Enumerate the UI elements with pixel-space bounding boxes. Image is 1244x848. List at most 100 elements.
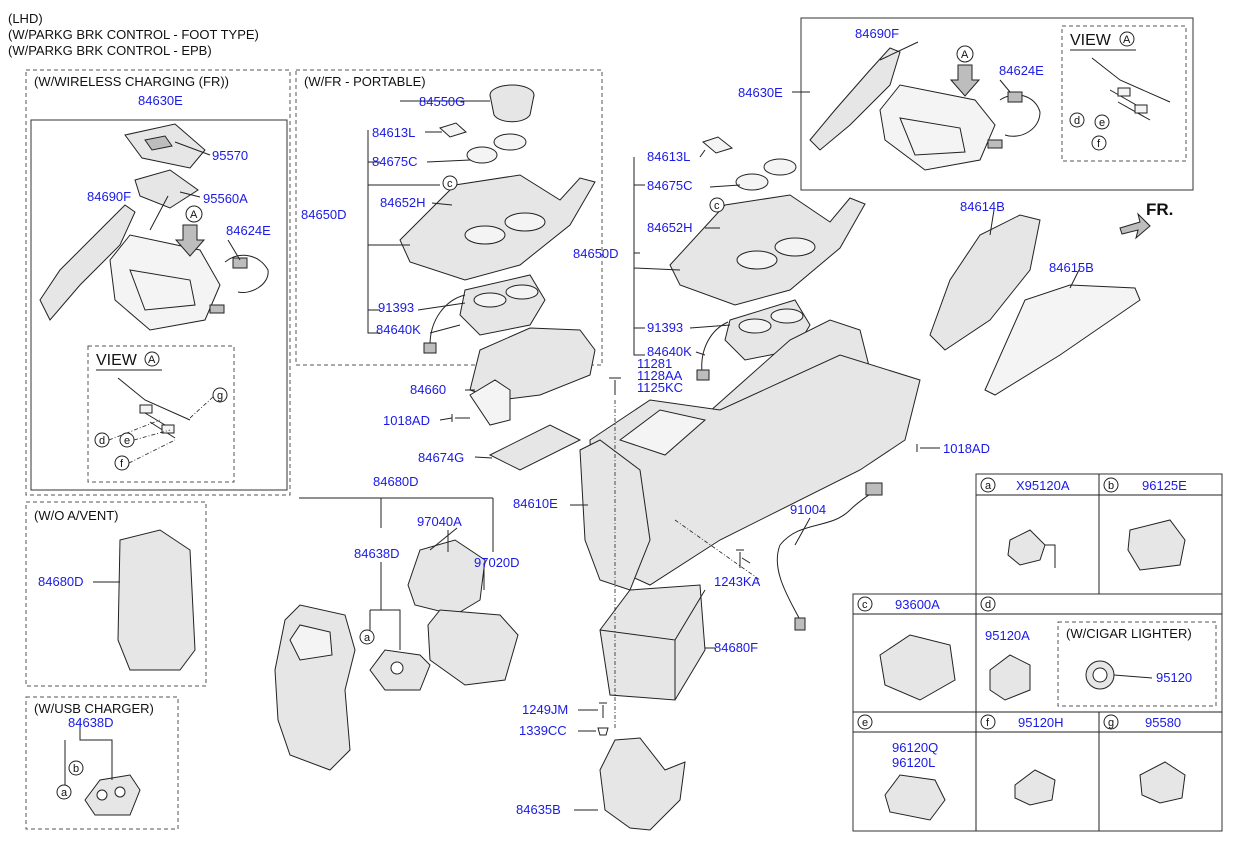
part-label: 84675C bbox=[647, 178, 693, 193]
legend-part-sketch-a bbox=[1007, 529, 1046, 566]
legend-part-f: 95120H bbox=[1018, 715, 1064, 730]
part-label: 1125KC bbox=[637, 380, 683, 395]
part-cup-hole bbox=[504, 212, 546, 232]
legend-letter-circle-g bbox=[1103, 714, 1119, 730]
part-trim-panel-cover bbox=[984, 284, 1141, 396]
part-label: 84652H bbox=[380, 195, 426, 210]
part-pad-small-right bbox=[701, 136, 734, 154]
part-console-bracket-right bbox=[879, 84, 996, 171]
view-a-box-right bbox=[1061, 25, 1187, 162]
part-vent-housing bbox=[427, 609, 519, 686]
part-connector bbox=[209, 304, 225, 314]
group-box-cigar bbox=[1057, 621, 1217, 707]
part-tray-cup-body bbox=[489, 94, 535, 123]
part-console-bracket-left bbox=[109, 234, 221, 331]
part-label: 84675C bbox=[372, 154, 418, 169]
legend-table bbox=[852, 473, 1223, 832]
part-label: 84615B bbox=[1049, 260, 1094, 275]
fr-direction-label: FR. bbox=[1146, 200, 1173, 219]
part-label: 84613L bbox=[647, 149, 690, 164]
part-cup-holder-portable bbox=[459, 274, 546, 336]
part-side-trim-left bbox=[39, 204, 136, 321]
part-air-vent bbox=[407, 539, 486, 616]
epb-inset-box bbox=[800, 17, 1194, 191]
part-connector bbox=[696, 369, 710, 381]
legend-letter-c: c bbox=[862, 599, 868, 611]
wireless-inner-box bbox=[30, 119, 288, 491]
part-mat-ring bbox=[493, 133, 527, 151]
part-armrest-mat bbox=[488, 424, 582, 471]
part-screw bbox=[916, 444, 935, 452]
part-label: 1018AD bbox=[943, 441, 990, 456]
part-label: 84614B bbox=[960, 199, 1005, 214]
legend-part-sketch-e bbox=[884, 774, 946, 821]
letter-e: e bbox=[124, 435, 130, 447]
part-trim-panel-rear bbox=[929, 214, 1041, 351]
part-harness-91004-lower bbox=[776, 544, 801, 621]
legend-part-g: 95580 bbox=[1145, 715, 1181, 730]
legend-part-d: 95120A bbox=[985, 628, 1030, 643]
part-label: 95560A bbox=[203, 191, 248, 206]
part-harness-left bbox=[224, 254, 269, 294]
letter-e: e bbox=[1099, 117, 1105, 129]
legend-part-e1: 96120Q bbox=[892, 740, 938, 755]
part-label: 91004 bbox=[790, 502, 826, 517]
letter-circle-c bbox=[709, 197, 725, 213]
part-label: 84610E bbox=[513, 496, 558, 511]
letter-d: d bbox=[1074, 115, 1080, 127]
view-a-sketch-left bbox=[117, 377, 191, 439]
letter-A: A bbox=[961, 49, 969, 61]
letter-circle-g bbox=[212, 387, 228, 403]
part-switch-knob bbox=[390, 661, 404, 675]
legend-part-sketch-a-wire bbox=[1045, 544, 1056, 568]
group-box-usb bbox=[25, 696, 179, 830]
letter-g: g bbox=[217, 390, 223, 402]
letter-A: A bbox=[1123, 34, 1131, 46]
part-label: 1249JM bbox=[522, 702, 568, 717]
part-mat-ring-right bbox=[763, 158, 797, 176]
part-label: 84635B bbox=[516, 802, 561, 817]
letter-circle-a bbox=[56, 784, 72, 800]
letter-f: f bbox=[1097, 138, 1101, 150]
part-connector bbox=[987, 139, 1003, 149]
part-mat-ring bbox=[466, 146, 498, 164]
part-harness-cup bbox=[701, 321, 729, 373]
part-storage-box-edges bbox=[599, 589, 706, 700]
letter-circle-A bbox=[1119, 31, 1135, 47]
part-label: 84550G bbox=[419, 94, 465, 109]
part-usb-panel bbox=[84, 774, 141, 816]
view-a-title-left: VIEW bbox=[96, 352, 138, 369]
part-cup-holder-hole bbox=[505, 284, 539, 300]
view-a-leaders-left bbox=[108, 396, 214, 464]
part-storage-box bbox=[599, 584, 706, 701]
letter-A: A bbox=[148, 354, 156, 366]
legend-part-e2: 96120L bbox=[892, 755, 935, 770]
letter-circle-e bbox=[1094, 114, 1110, 130]
part-label: 84690F bbox=[855, 26, 899, 41]
letter-circle-d bbox=[1069, 112, 1085, 128]
letter-c: c bbox=[714, 200, 720, 212]
part-label: 84624E bbox=[999, 63, 1044, 78]
legend-part-sketch-c bbox=[879, 634, 956, 701]
part-bracket-detail bbox=[899, 117, 966, 156]
part-cup-holder-hole bbox=[738, 318, 772, 334]
legend-part-sketch-f bbox=[1014, 769, 1056, 806]
group-title-usb: (W/USB CHARGER) bbox=[34, 701, 154, 716]
view-a-clip bbox=[139, 404, 153, 414]
legend-part-b: 96125E bbox=[1142, 478, 1187, 493]
group-title-portable: (W/FR - PORTABLE) bbox=[304, 74, 426, 89]
legend-letter-circle-c bbox=[857, 596, 873, 612]
part-usb-port bbox=[96, 789, 108, 801]
letter-circle-b bbox=[68, 760, 84, 776]
part-cup-holder-hole bbox=[473, 292, 507, 308]
view-a-sketch-right bbox=[1091, 57, 1171, 121]
legend-part-sketch-g bbox=[1139, 761, 1186, 804]
part-bolt bbox=[599, 702, 607, 718]
part-rear-cover-opening bbox=[289, 624, 333, 661]
legend-letter-circle-a bbox=[980, 477, 996, 493]
part-label: 1339CC bbox=[519, 723, 567, 738]
part-upper-cover bbox=[669, 194, 866, 306]
header-line-foot: (W/PARKG BRK CONTROL - FOOT TYPE) bbox=[8, 27, 259, 42]
part-screw bbox=[736, 549, 744, 568]
part-cup-hole bbox=[464, 225, 506, 245]
